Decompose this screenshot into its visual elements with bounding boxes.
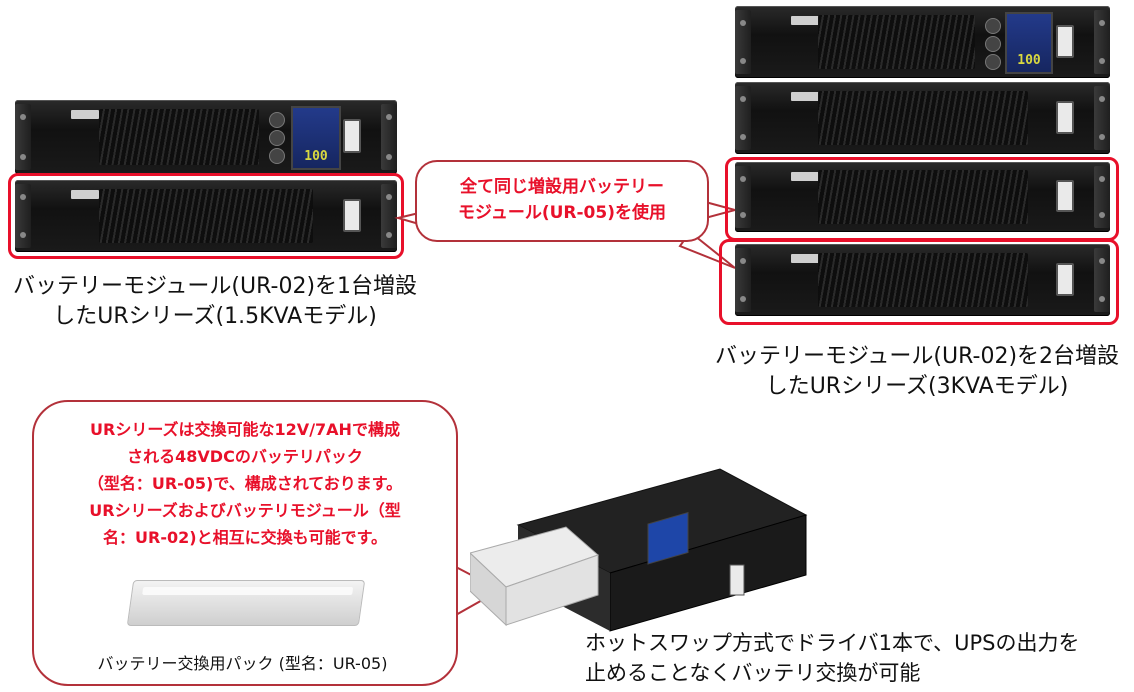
pack-label: バッテリー交換用パック (型名：UR-05) [97,654,388,673]
highlight-battery-right-2 [719,239,1119,325]
brand-badge [71,110,99,119]
highlight-battery-left [8,173,404,259]
battery-module-right-1 [735,82,1110,154]
power-button-icon [269,112,285,128]
ups-main-unit-left [15,100,397,174]
battery-module-right-3 [735,244,1110,316]
battery-module-left [15,180,397,252]
battery-switch [343,198,361,232]
battery-pack-image [126,580,366,626]
ups-main-unit-right [735,6,1110,78]
lcd-display [291,106,341,170]
highlight-battery-right-1 [725,157,1119,241]
battery-module-right-2 [735,162,1110,232]
callout-top: 全て同じ増設用バッテリー モジュール(UR-05)を使用 [415,160,709,242]
caption-left: バッテリーモジュール(UR-02)を1台増設 したURシリーズ(1.5KVAモデ… [12,274,418,329]
hotswap-ups-image [470,468,808,632]
lcd-display-right [1005,12,1053,74]
callout-bottom: URシリーズは交換可能な12V/7AHで構成 される48VDCのバッテリパック … [32,400,458,686]
caption-right: バッテリーモジュール(UR-02)を2台増設 したURシリーズ(3KVAモデル) [714,344,1120,399]
power-switch [343,119,361,153]
caption-hotswap: ホットスワップ方式でドライバ1本で、UPSの出力を 止めることなくバッテリ交換が… [585,631,1080,685]
